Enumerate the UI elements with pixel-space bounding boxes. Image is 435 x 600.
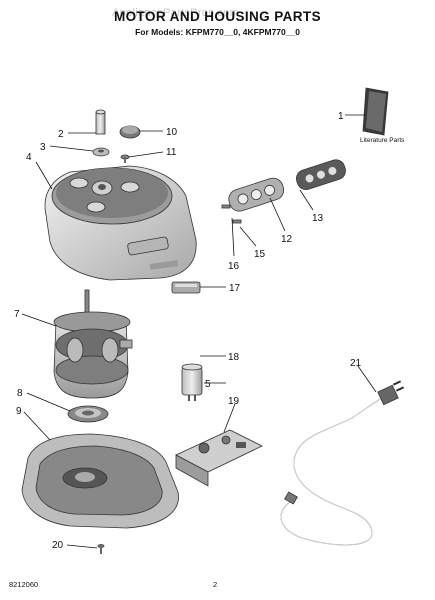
callout-9: 9 [16,406,22,417]
callout-1: 1 [338,111,344,122]
callout-11: 11 [166,147,177,158]
callout-10: 10 [166,127,178,138]
base-part [21,433,179,529]
callout-15: 15 [254,249,266,260]
page-number: 2 [213,580,218,589]
washer-part [92,147,110,157]
literature-parts-booklet [362,87,389,136]
pin-part-15 [232,219,242,224]
watermark: AppliancePartsPros.com [112,7,240,19]
callout-18: 18 [228,352,240,363]
callout-17: 17 [229,283,241,294]
callout-12: 12 [281,234,293,245]
document-number: 8212060 [9,580,39,589]
leader-lines [21,114,377,549]
circuit-board-part [175,429,263,487]
button-panel-part [228,177,285,212]
callout-2: 2 [58,129,64,140]
switch-button-part [171,281,201,294]
coupler-part [95,109,106,135]
literature-parts-label: Literature Parts [360,137,405,144]
motor-housing-part [44,165,197,281]
capacitor-part [181,363,203,401]
motor-part [53,289,133,399]
callout-13: 13 [312,213,324,224]
models-subtitle: For Models: KFPM770__0, 4KFPM770__0 [135,27,300,37]
gasket-part [67,405,109,423]
callout-3: 3 [40,142,46,153]
power-cord-part [280,380,405,546]
callout-5: 5 [205,379,211,390]
screw-part-20 [97,544,105,554]
diagram-title: MOTOR AND HOUSING PARTS [114,9,321,24]
callout-7: 7 [14,309,20,320]
screw-part-11 [120,154,130,163]
callout-16: 16 [228,261,240,272]
control-overlay-part [296,159,346,190]
callout-19: 19 [228,396,240,407]
plug-cap-part [119,125,141,139]
callout-4: 4 [26,152,32,163]
callout-21: 21 [350,358,362,369]
callout-20: 20 [52,540,64,551]
pin-part-16 [221,204,231,209]
callout-8: 8 [17,388,23,399]
callout-numbers: 1 2 3 4 5 7 8 9 10 11 12 13 15 16 17 18 … [14,111,362,551]
